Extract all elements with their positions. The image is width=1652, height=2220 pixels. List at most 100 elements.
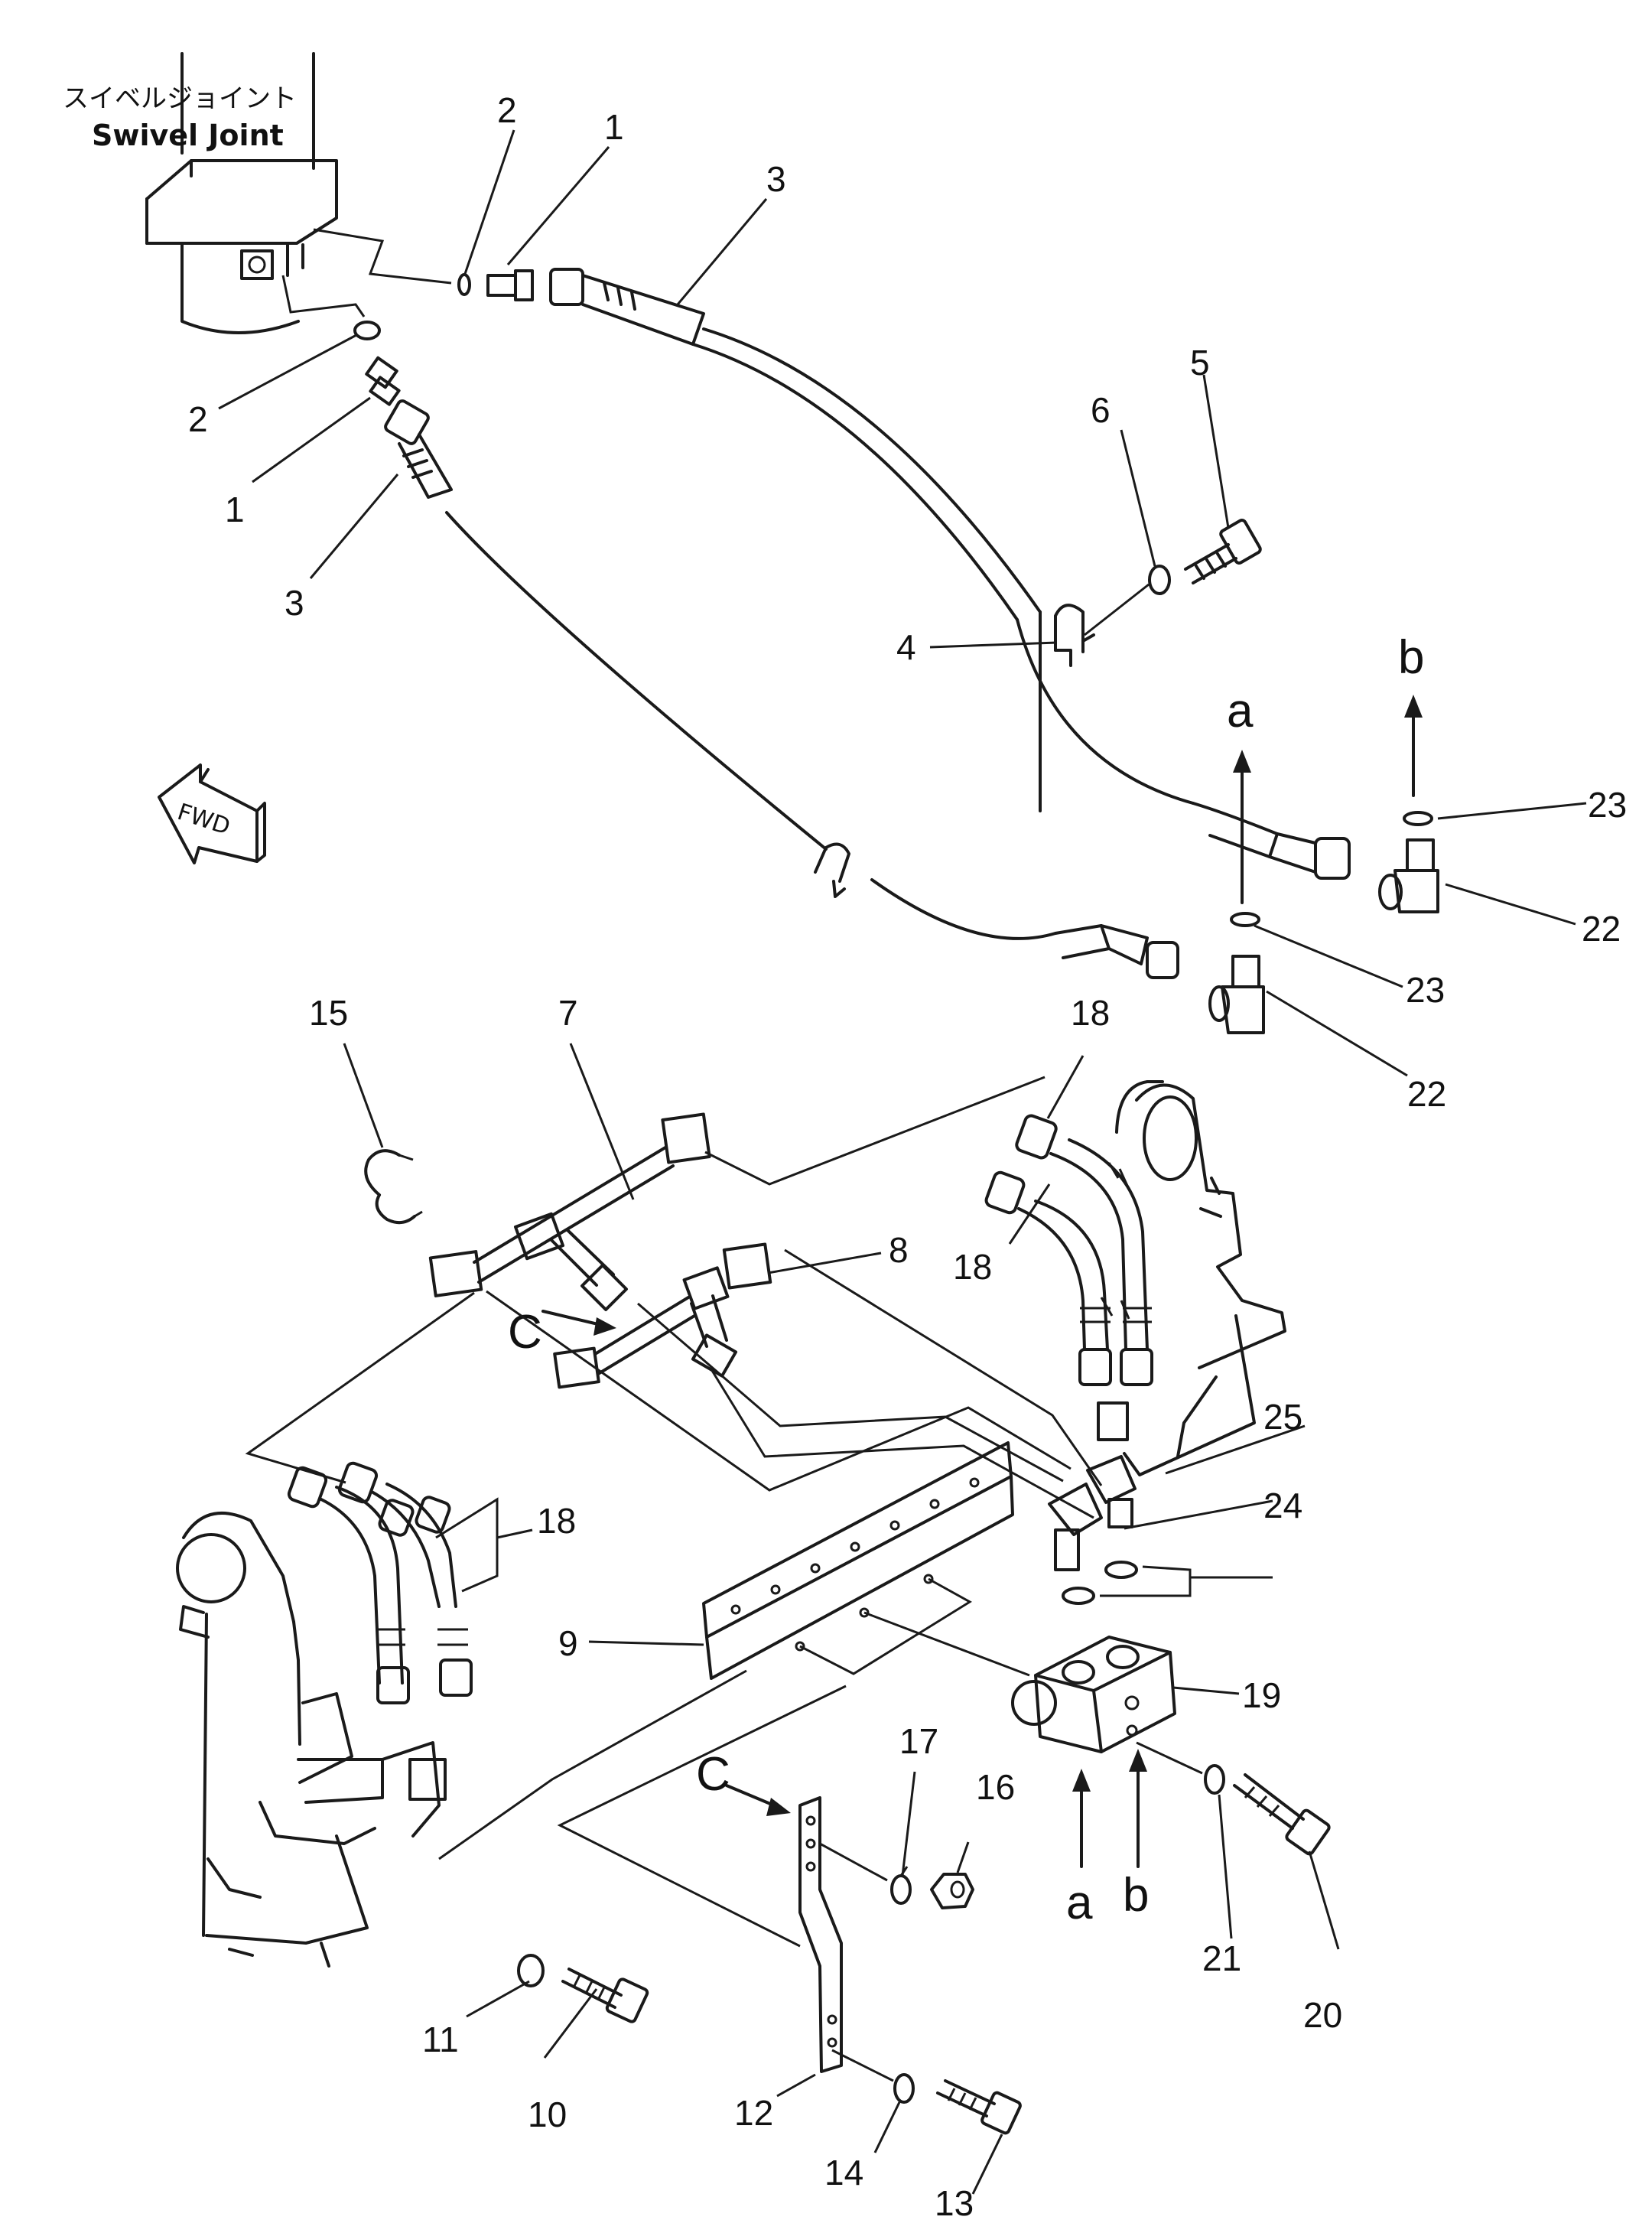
callout-8: 8 — [889, 1230, 909, 1270]
leader-bracket-nut — [819, 1842, 888, 1882]
callout-3-upper: 3 — [766, 159, 786, 199]
callout-leaders — [218, 129, 1587, 2195]
arrow-a-bottom — [1072, 1769, 1091, 1868]
hose-end-upper — [1039, 610, 1351, 880]
elbow-22-upper — [1378, 838, 1439, 913]
arrow-label-a-bottom: a — [1066, 1877, 1093, 1929]
fwd-label: FWD — [174, 799, 233, 841]
hoses-18-left — [287, 1461, 473, 1704]
arrow-b-bottom — [1129, 1749, 1147, 1868]
o-ring-valve-1 — [1104, 1561, 1138, 1579]
port-line-upper — [313, 228, 452, 285]
callout-25: 25 — [1263, 1397, 1302, 1437]
callout-17: 17 — [899, 1721, 938, 1761]
washer-17 — [890, 1874, 912, 1905]
connector-1-upper — [486, 269, 534, 301]
leader-plate-lines — [799, 1577, 972, 1675]
leader-valve-bolt — [1136, 1741, 1203, 1775]
callout-22-upper: 22 — [1582, 909, 1621, 949]
bracket-18-left — [435, 1497, 499, 1593]
bracket-12 — [798, 1796, 843, 2073]
o-ring-23-upper — [1403, 811, 1433, 826]
arrow-c-bottom — [725, 1784, 791, 1816]
plate-9 — [702, 1441, 1014, 1680]
o-ring-2-lower — [353, 321, 381, 340]
arrow-c-mid — [541, 1310, 616, 1336]
nut-16 — [930, 1873, 974, 1909]
washer-6 — [1148, 565, 1171, 595]
callout-10: 10 — [528, 2095, 567, 2134]
o-ring-2-upper — [457, 273, 471, 296]
washer-21 — [1204, 1764, 1225, 1795]
callout-16: 16 — [976, 1767, 1015, 1807]
hose-end-lower — [1054, 924, 1179, 979]
clamp-lower-hose — [814, 842, 850, 898]
arrow-label-a-top: a — [1227, 685, 1254, 737]
leader-18-left — [496, 1528, 533, 1539]
callout-2-lower: 2 — [188, 399, 208, 439]
u-bolt-15 — [364, 1149, 423, 1225]
callout-9: 9 — [558, 1623, 578, 1663]
callout-5: 5 — [1190, 343, 1210, 382]
bolt-20 — [1233, 1773, 1331, 1856]
arrow-label-c-mid: C — [508, 1306, 542, 1359]
callout-1-lower: 1 — [225, 490, 245, 529]
leader-plate-valve — [863, 1611, 1030, 1677]
hoses-18-right — [984, 1114, 1153, 1386]
callout-18-mid: 18 — [953, 1247, 992, 1287]
callout-13: 13 — [935, 2183, 974, 2220]
hose-3-upper — [549, 268, 1042, 621]
callout-20: 20 — [1303, 1995, 1342, 2035]
swivel-joint-title-jp: スイベルジョイント — [63, 83, 297, 114]
leader-tube7b — [637, 1302, 1064, 1483]
bolt-5 — [1184, 519, 1262, 584]
right-cylinder — [1097, 1080, 1286, 1476]
bolt-13 — [936, 2079, 1022, 2135]
clamp-bolt-line — [1084, 583, 1150, 636]
callout-6: 6 — [1091, 390, 1111, 430]
callout-1-upper: 1 — [604, 107, 624, 147]
swivel-joint-title-en: Swivel Joint — [92, 119, 284, 152]
fwd-arrow-icon: FWD — [158, 763, 266, 864]
o-ring-23-lower — [1230, 912, 1260, 927]
leader-plate-bracket — [557, 1685, 847, 1948]
connector-1-lower — [365, 356, 401, 406]
callout-21: 21 — [1202, 1938, 1241, 1978]
bracket-o-rings — [1100, 1565, 1192, 1597]
callout-2-upper: 2 — [497, 90, 517, 130]
callout-24: 24 — [1263, 1486, 1302, 1525]
bolt-10 — [561, 1968, 649, 2023]
arrow-label-b-top: b — [1398, 631, 1424, 684]
callout-19: 19 — [1242, 1675, 1281, 1715]
clamp-4 — [1054, 604, 1095, 667]
callout-18-top: 18 — [1071, 993, 1110, 1033]
leader-plate-bolt — [438, 1669, 747, 1860]
port-line-lower — [281, 275, 366, 317]
leader-tube8 — [710, 1369, 1094, 1519]
tube-assembly-7 — [428, 1076, 1046, 1311]
callout-numbers: 2 1 3 2 1 3 4 5 6 23 22 23 22 15 7 18 8 … — [188, 90, 1627, 2220]
callout-23-upper: 23 — [1588, 785, 1627, 825]
arrow-a-top — [1233, 750, 1251, 904]
swivel-joint — [145, 52, 338, 334]
leader-right — [784, 1248, 1103, 1486]
elbow-22-lower — [1208, 955, 1265, 1034]
hose-curve-upper — [1016, 618, 1195, 805]
callout-4: 4 — [896, 627, 916, 667]
arrow-b-top — [1404, 695, 1423, 797]
callout-22-lower: 22 — [1407, 1074, 1446, 1114]
leader-tube7 — [486, 1290, 1072, 1492]
callout-15: 15 — [309, 993, 348, 1033]
arrow-label-c-bottom: C — [696, 1748, 730, 1801]
washer-14 — [893, 2073, 915, 2104]
callout-23-lower: 23 — [1406, 970, 1445, 1010]
elbow-24 — [1048, 1483, 1103, 1571]
elbow-25 — [1086, 1455, 1137, 1528]
washer-11 — [517, 1954, 545, 1987]
leader-bracket-bolt — [831, 2049, 894, 2082]
callout-12: 12 — [734, 2093, 773, 2133]
arrow-label-b-bottom: b — [1123, 1869, 1149, 1922]
callout-18-left: 18 — [537, 1501, 576, 1541]
callout-7: 7 — [558, 993, 578, 1033]
left-cylinder — [176, 1511, 447, 1968]
